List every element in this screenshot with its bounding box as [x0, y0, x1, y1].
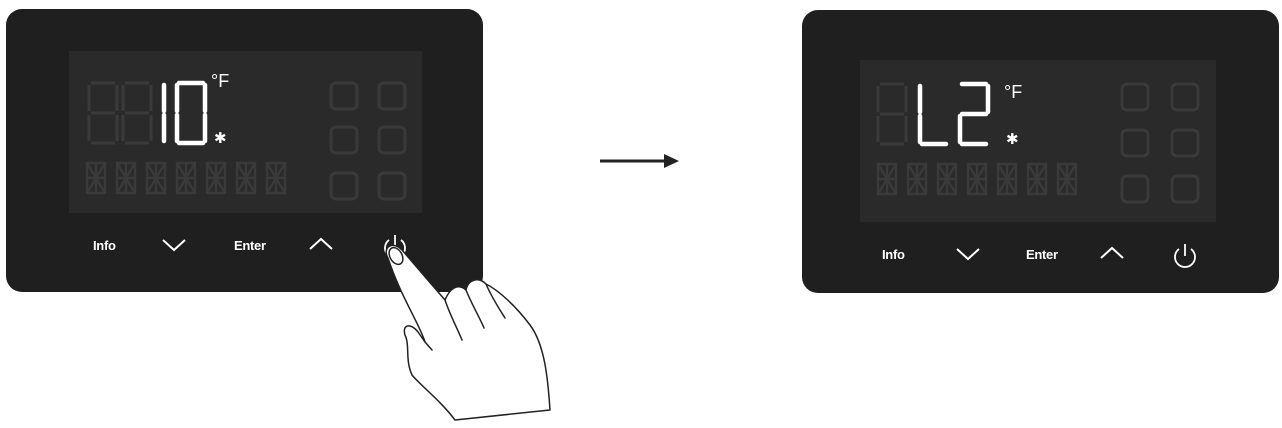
chevron-down-icon[interactable] — [955, 246, 981, 262]
snowflake-icon: ✱ — [1006, 130, 1019, 148]
alphanumeric-segments — [878, 164, 1076, 194]
enter-button[interactable]: Enter — [1026, 247, 1058, 262]
lcd-display: °F ✱ — [860, 60, 1216, 222]
temperature-unit: °F — [1004, 82, 1022, 103]
chevron-up-icon[interactable] — [1099, 245, 1125, 261]
char-L — [920, 86, 946, 144]
info-button[interactable]: Info — [882, 247, 905, 262]
power-icon[interactable] — [1170, 241, 1200, 271]
lcd-segments — [860, 60, 1216, 222]
control-panel-after: °F ✱ Info Enter — [802, 10, 1279, 293]
char-2 — [960, 84, 988, 144]
